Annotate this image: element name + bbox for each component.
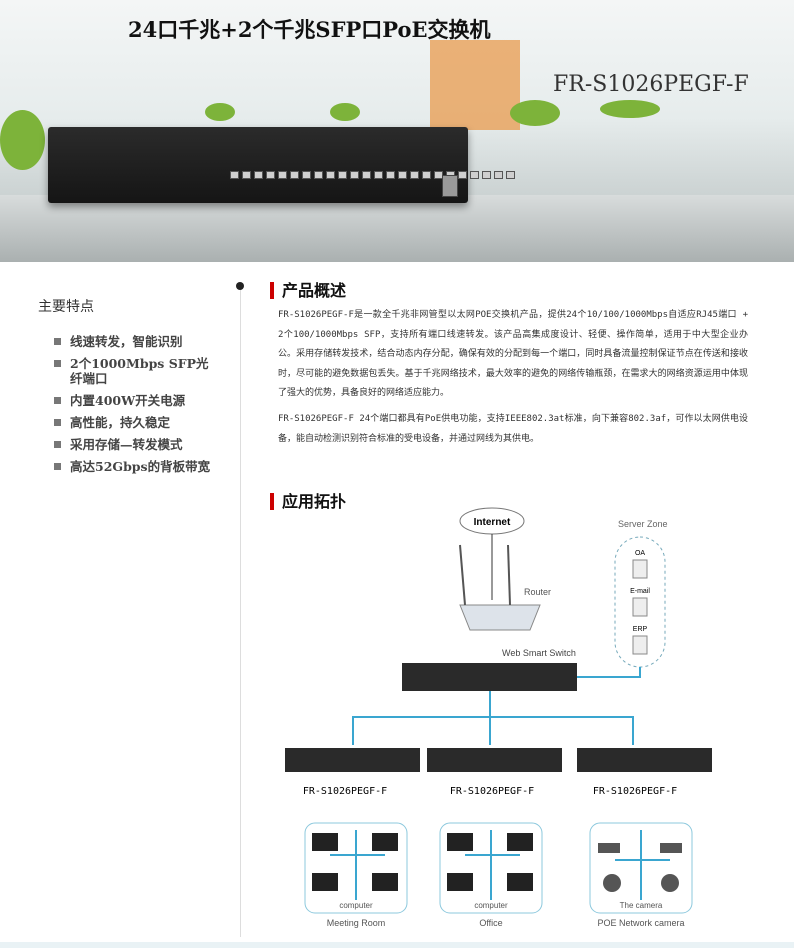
rj45-port [482, 171, 491, 179]
sfp-port [442, 175, 458, 197]
hero-banner: 24口千兆+2个千兆SFP口PoE交换机 FR-S1026PEGF-F [0, 0, 794, 262]
group-inner-label: computer [339, 901, 373, 910]
features-heading: 主要特点 [38, 299, 94, 315]
timeline-dot [236, 282, 244, 290]
group-box [304, 822, 408, 914]
product-title: 24口千兆+2个千兆SFP口PoE交换机 [128, 17, 491, 42]
rj45-port [350, 171, 359, 179]
plant [205, 103, 235, 121]
rj45-port [398, 171, 407, 179]
group-inner-label: The camera [620, 901, 663, 910]
topology-heading: 应用拓扑 [270, 493, 346, 510]
overview-paragraph: FR-S1026PEGF-F是一款全千兆非网管型以太网POE交换机产品，提供24… [278, 310, 748, 398]
core-switch-icon [402, 663, 577, 691]
rj45-port [458, 171, 467, 179]
rj45-port [506, 171, 515, 179]
plant [510, 100, 560, 126]
plant [330, 103, 360, 121]
rj45-port [374, 171, 383, 179]
feature-item: 高达52Gbps的背板带宽 [54, 459, 214, 474]
rj45-port [422, 171, 431, 179]
switch-label: FR-S1026PEGF-F [450, 786, 534, 797]
rj45-port [470, 171, 479, 179]
switch-label: FR-S1026PEGF-F [303, 786, 387, 797]
rj45-port [494, 171, 503, 179]
rj45-port [242, 171, 251, 179]
group-box [439, 822, 543, 914]
switch-image [48, 127, 515, 203]
overview-heading: 产品概述 [270, 282, 346, 299]
group-name: Meeting Room [327, 918, 386, 928]
camera-icons [598, 843, 682, 892]
desk [0, 195, 794, 262]
feature-item: 采用存储—转发模式 [54, 437, 214, 452]
switch-icon [285, 748, 420, 772]
group-name: Office [479, 918, 502, 928]
plant [0, 110, 45, 170]
group-inner-label: computer [474, 901, 508, 910]
plant [600, 100, 660, 118]
port-grid [230, 171, 516, 179]
overview-paragraph: FR-S1026PEGF-F 24个端口都具有PoE供电功能，支持IEEE802… [278, 414, 748, 444]
rj45-port [266, 171, 275, 179]
switch-icon [427, 748, 562, 772]
server-email: E-mail [630, 588, 650, 595]
switch-icon [577, 748, 712, 772]
rj45-port [254, 171, 263, 179]
rj45-port [290, 171, 299, 179]
rj45-port [278, 171, 287, 179]
server-zone-label: Server Zone [618, 519, 668, 529]
internet-label: Internet [474, 517, 511, 528]
feature-item: 内置400W开关电源 [54, 393, 214, 408]
server-erp: ERP [633, 626, 648, 633]
features-panel: 主要特点 线速转发，智能识别 2个1000Mbps SFP光纤端口 内置400W… [38, 296, 214, 481]
server-oa: OA [635, 550, 645, 557]
core-switch-label: Web Smart Switch [502, 648, 576, 658]
group-name: POE Network camera [597, 918, 684, 928]
rj45-port [326, 171, 335, 179]
product-model: FR-S1026PEGF-F [553, 72, 749, 97]
rj45-port [362, 171, 371, 179]
rj45-port [386, 171, 395, 179]
switch-label: FR-S1026PEGF-F [593, 786, 677, 797]
rj45-port [338, 171, 347, 179]
rj45-port [410, 171, 419, 179]
rj45-port [230, 171, 239, 179]
router-icon [459, 604, 541, 631]
rj45-port [314, 171, 323, 179]
computer-icons [312, 833, 533, 891]
rj45-port [302, 171, 311, 179]
topology-diagram: Internet Router Server Zone OA E-mail ER… [285, 507, 712, 928]
feature-item: 2个1000Mbps SFP光纤端口 [54, 356, 214, 386]
background-wall [430, 40, 520, 130]
footer-strip [0, 942, 794, 948]
feature-item: 高性能，持久稳定 [54, 415, 214, 430]
group-box [589, 822, 693, 914]
divider [240, 287, 241, 937]
feature-item: 线速转发，智能识别 [54, 334, 214, 349]
router-label: Router [524, 587, 551, 597]
